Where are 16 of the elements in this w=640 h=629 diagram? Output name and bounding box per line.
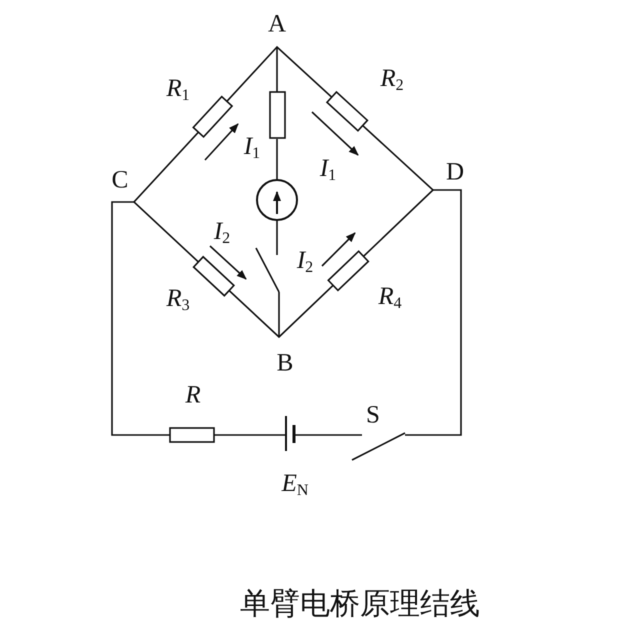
current-label: I$_{2}$ bbox=[296, 248, 314, 276]
terminal-label: D bbox=[446, 160, 464, 184]
current-label: I$_{1}$ bbox=[244, 134, 260, 162]
component-label: R$_{4}$ bbox=[378, 284, 402, 312]
terminal-label: C bbox=[112, 168, 128, 192]
current-label: I$_{1}$ bbox=[320, 156, 336, 184]
caption: 单臂电桥原理结线 bbox=[240, 586, 480, 624]
component-label: R$_{3}$ bbox=[166, 286, 190, 314]
component-label: R bbox=[185, 382, 201, 408]
component-label: S bbox=[366, 402, 380, 428]
component-label: R$_{1}$ bbox=[166, 76, 190, 104]
component-label: E$_{N}$ bbox=[282, 471, 308, 499]
terminal-label: B bbox=[276, 350, 294, 376]
terminal-label: A bbox=[268, 12, 286, 36]
component-label: R$_{2}$ bbox=[380, 66, 404, 94]
current-label: I$_{2}$ bbox=[214, 219, 230, 247]
